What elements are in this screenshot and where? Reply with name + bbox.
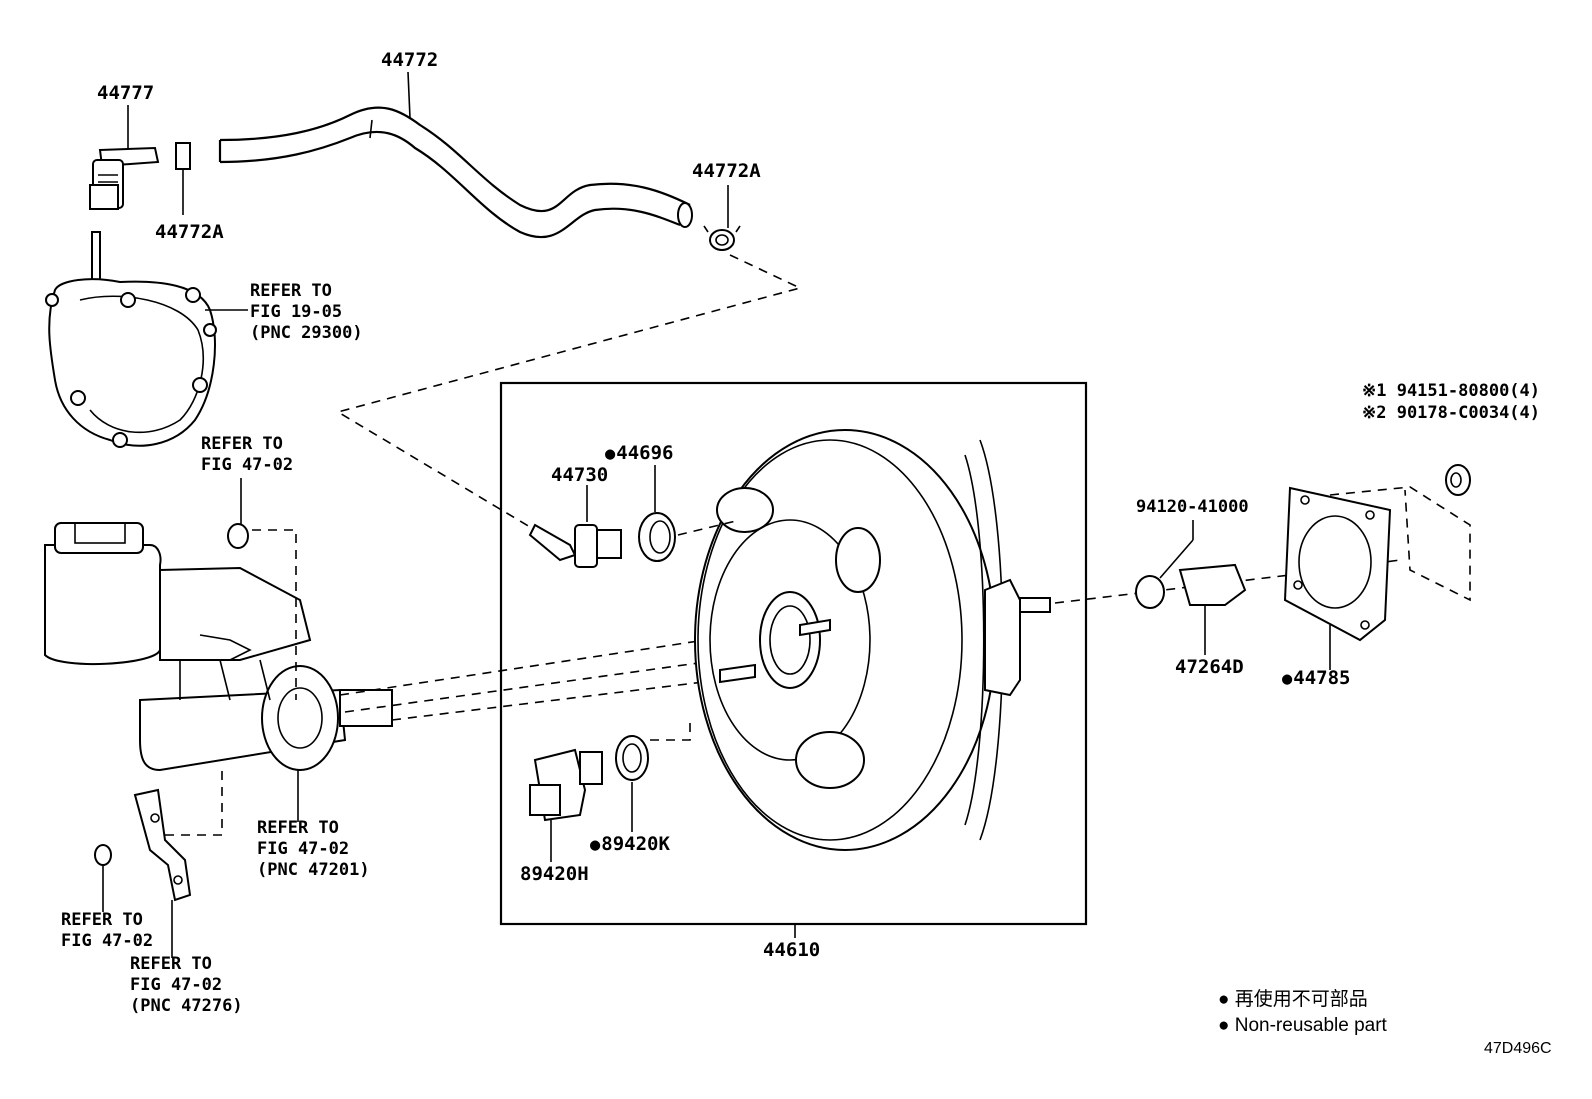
ref-reservoir-line1: REFER TO — [201, 434, 283, 454]
part-label-94120: 94120-41000 — [1136, 497, 1249, 517]
clevis-and-gasket — [1054, 464, 1471, 670]
bolt-label-1: ※1 94151-80800(4) — [1362, 381, 1541, 401]
mc-bracket — [94, 770, 299, 958]
ref-pump-line2: FIG 19-05 — [250, 302, 343, 322]
ref-reservoir-line2: FIG 47-02 — [201, 455, 294, 475]
vacuum-union — [89, 105, 191, 215]
master-cylinder — [44, 522, 393, 772]
ref-pump-line3: (PNC 29300) — [250, 323, 363, 343]
part-label-44772: 44772 — [381, 49, 439, 71]
check-valve — [528, 465, 741, 568]
vacuum-sensor — [529, 720, 691, 862]
legend-english: ● Non-reusable part — [1218, 1015, 1387, 1036]
ref-mc-line1: REFER TO — [257, 818, 339, 838]
part-label-44772a-right: 44772A — [692, 160, 761, 182]
part-label-44772a-left: 44772A — [155, 221, 224, 243]
part-label-44730: 44730 — [551, 464, 609, 486]
part-label-47264d: 47264D — [1175, 656, 1244, 678]
booster-assembly-frame — [499, 381, 1088, 926]
ref-bracket-line1: REFER TO — [130, 954, 212, 974]
ref-pump-line1: REFER TO — [250, 281, 332, 301]
part-label-44777: 44777 — [97, 82, 155, 104]
reservoir-grommet — [227, 478, 297, 700]
ref-grommet-line1: REFER TO — [61, 910, 143, 930]
part-label-44785: 44785 — [1282, 668, 1350, 690]
ref-bracket-line3: (PNC 47276) — [130, 996, 243, 1016]
ref-bracket-line2: FIG 47-02 — [130, 975, 223, 995]
brake-booster — [694, 429, 1051, 851]
ref-grommet-line2: FIG 47-02 — [61, 931, 154, 951]
part-label-89420h: 89420H — [520, 863, 589, 885]
hose-clamp — [703, 185, 741, 251]
ref-mc-line3: (PNC 47201) — [257, 860, 370, 880]
legend-japanese: ● 再使用不可部品 — [1218, 989, 1368, 1010]
figure-code: 47D496C — [1484, 1040, 1552, 1057]
ref-mc-line2: FIG 47-02 — [257, 839, 350, 859]
vacuum-pump — [45, 231, 248, 448]
vacuum-hose — [218, 71, 693, 239]
part-label-44696: 44696 — [605, 443, 673, 465]
part-label-44610: 44610 — [763, 939, 821, 961]
part-label-89420k: 89420K — [590, 834, 670, 856]
bolt-label-2: ※2 90178-C0034(4) — [1362, 403, 1541, 423]
